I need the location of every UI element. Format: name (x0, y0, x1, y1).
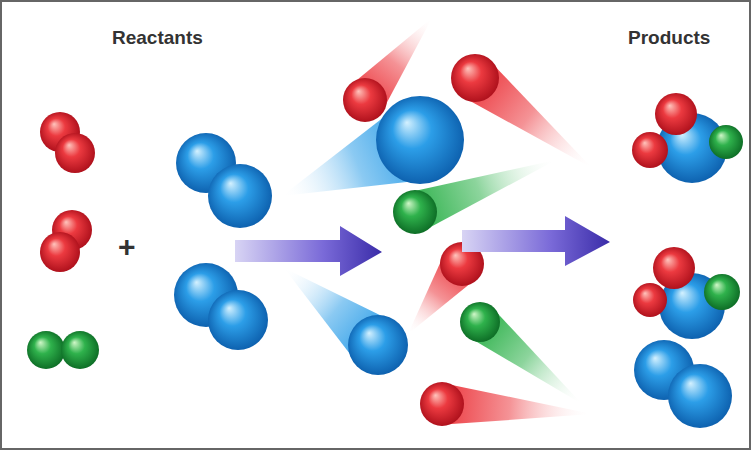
reaction-arrows (235, 216, 610, 276)
atom (40, 232, 80, 272)
moving-atom (343, 78, 387, 122)
moving-atoms (282, 18, 592, 426)
atom (208, 164, 272, 228)
moving-atom (348, 315, 408, 375)
atom (208, 290, 268, 350)
atom (633, 283, 667, 317)
moving-atom (451, 54, 499, 102)
arrow (462, 216, 610, 266)
atom (668, 364, 732, 428)
atom (653, 247, 695, 289)
moving-atom (460, 302, 500, 342)
atom (61, 331, 99, 369)
atom (655, 93, 697, 135)
atom (632, 132, 668, 168)
atom (55, 133, 95, 173)
arrow (235, 226, 382, 276)
plus-sign: + (118, 232, 136, 262)
molecules (27, 93, 743, 428)
moving-atom (393, 190, 437, 234)
moving-atom (376, 96, 464, 184)
atom (27, 331, 65, 369)
column-heading: Reactants (112, 28, 203, 47)
atom (704, 274, 740, 310)
moving-atom (420, 382, 464, 426)
atom (709, 125, 743, 159)
column-heading: Products (628, 28, 710, 47)
